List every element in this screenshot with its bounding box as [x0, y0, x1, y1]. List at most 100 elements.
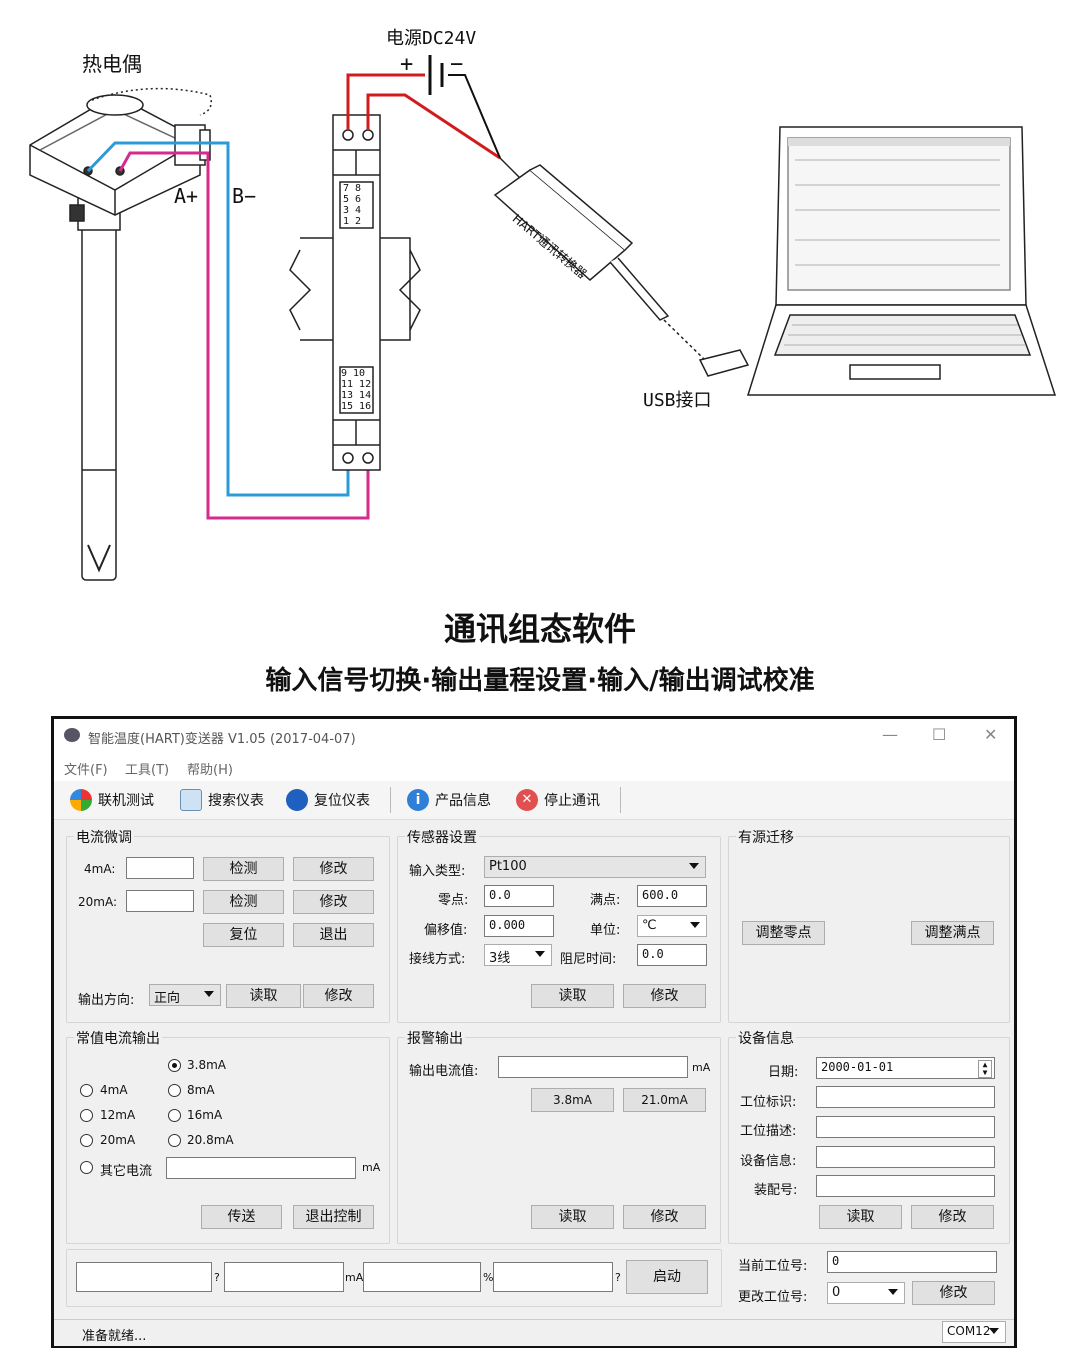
radio-20-8ma[interactable]: [168, 1134, 181, 1147]
tag-input[interactable]: [816, 1086, 995, 1108]
constant-current-group: [66, 1037, 390, 1244]
thermocouple-icon: [29, 87, 212, 581]
transmitter-module-icon: [332, 114, 381, 471]
maximize-button[interactable]: ☐: [932, 725, 947, 744]
spinner-icon[interactable]: ▲▼: [978, 1060, 992, 1078]
damping-input[interactable]: 0.0: [637, 944, 707, 966]
radio-3-8ma[interactable]: [168, 1059, 181, 1072]
trim-4ma-input[interactable]: [126, 857, 194, 879]
desc-input[interactable]: [816, 1116, 995, 1138]
close-button[interactable]: ✕: [984, 725, 998, 744]
search-device-button[interactable]: 搜索仪表: [180, 788, 264, 812]
date-input[interactable]: 2000-01-01▲▼: [816, 1057, 995, 1079]
wiring-select[interactable]: 3线: [484, 944, 552, 966]
direction-modify-button[interactable]: 修改: [303, 984, 374, 1008]
stop-comm-button[interactable]: ✕ 停止通讯: [516, 788, 600, 812]
trim-reset-button[interactable]: 复位: [203, 923, 284, 947]
alarm-high-button[interactable]: 21.0mA: [623, 1088, 706, 1112]
wire-power-pos2: [366, 93, 501, 160]
change-addr-label: 更改工位号:: [738, 1290, 808, 1305]
minimize-button[interactable]: —: [882, 725, 898, 744]
direction-read-button[interactable]: 读取: [226, 984, 301, 1008]
trim-20ma-detect-button[interactable]: 检测: [203, 890, 284, 914]
unit-select[interactable]: ℃: [637, 915, 707, 937]
toolbar-separator: [390, 787, 391, 813]
current-addr-input[interactable]: 0: [827, 1251, 997, 1273]
assembly-input[interactable]: [816, 1175, 995, 1197]
radio-16ma[interactable]: [168, 1109, 181, 1122]
send-button[interactable]: 传送: [201, 1205, 282, 1229]
wire-blue: [86, 141, 350, 497]
zero-input[interactable]: 0.0: [484, 885, 554, 907]
input-type-select[interactable]: Pt100: [484, 856, 706, 878]
sensor-read-button[interactable]: 读取: [531, 984, 614, 1008]
trim-4ma-modify-button[interactable]: 修改: [293, 857, 374, 881]
trim-exit-button[interactable]: 退出: [293, 923, 374, 947]
alarm-read-button[interactable]: 读取: [531, 1205, 614, 1229]
change-addr-modify-button[interactable]: 修改: [912, 1281, 995, 1305]
radio-4ma[interactable]: [80, 1084, 93, 1097]
toolbar: 联机测试 搜索仪表 复位仪表 i 产品信息 ✕ 停止通讯: [54, 781, 1014, 820]
direction-label: 输出方向:: [78, 993, 135, 1008]
wiring-diagram: 热电偶 电源DC24V + − A+ B− HART通讯转换器 USB接口 7 …: [0, 0, 1080, 600]
device-read-button[interactable]: 读取: [819, 1205, 902, 1229]
reset-device-button[interactable]: 复位仪表: [286, 788, 370, 812]
trim-20ma-modify-button[interactable]: 修改: [293, 890, 374, 914]
trim-4ma-detect-button[interactable]: 检测: [203, 857, 284, 881]
radio-8ma[interactable]: [168, 1084, 181, 1097]
alarm-value-input[interactable]: [498, 1056, 688, 1078]
menu-file[interactable]: 文件(F): [64, 763, 108, 778]
search-device-icon: [180, 789, 202, 811]
direction-select[interactable]: 正向: [149, 984, 221, 1006]
command-input-2[interactable]: [224, 1262, 344, 1292]
alarm-low-button[interactable]: 3.8mA: [531, 1088, 614, 1112]
port-select[interactable]: COM12: [942, 1321, 1006, 1343]
assembly-label: 装配号:: [754, 1183, 798, 1198]
reset-icon: [286, 789, 308, 811]
toolbar-label: 停止通讯: [544, 793, 600, 809]
sensor-group: [397, 836, 721, 1023]
alarm-modify-button[interactable]: 修改: [623, 1205, 706, 1229]
exit-control-button[interactable]: 退出控制: [293, 1205, 374, 1229]
alarm-value-label: 输出电流值:: [409, 1064, 479, 1079]
other-current-input[interactable]: [166, 1157, 356, 1179]
adjust-zero-button[interactable]: 调整零点: [742, 921, 825, 945]
terminal-row: 11 12: [341, 379, 372, 390]
alarm-group: [397, 1037, 721, 1244]
command-input-3[interactable]: [363, 1262, 481, 1292]
headline-title: 通讯组态软件: [443, 610, 636, 648]
start-button[interactable]: 启动: [626, 1260, 708, 1294]
command-input-4[interactable]: [493, 1262, 613, 1292]
current-trim-group: [66, 836, 390, 1023]
sensor-modify-button[interactable]: 修改: [623, 984, 706, 1008]
hart-converter-icon: [493, 157, 670, 321]
change-addr-select[interactable]: 0: [827, 1282, 905, 1304]
toolbar-label: 产品信息: [435, 793, 491, 809]
command-input-1[interactable]: [76, 1262, 212, 1292]
status-text: 准备就绪...: [82, 1329, 147, 1344]
sensor-title: 传感器设置: [405, 827, 479, 847]
power-label: 电源DC24V: [386, 28, 477, 49]
info-input[interactable]: [816, 1146, 995, 1168]
desc-label: 工位描述:: [740, 1124, 797, 1139]
product-info-button[interactable]: i 产品信息: [407, 788, 491, 812]
radio-label: 20.8mA: [187, 1133, 234, 1147]
radio-20ma[interactable]: [80, 1134, 93, 1147]
device-modify-button[interactable]: 修改: [911, 1205, 994, 1229]
radio-12ma[interactable]: [80, 1109, 93, 1122]
power-minus-label: −: [450, 52, 464, 77]
adjust-full-button[interactable]: 调整满点: [911, 921, 994, 945]
connect-test-button[interactable]: 联机测试: [70, 788, 154, 812]
radio-other[interactable]: [80, 1161, 93, 1174]
device-info-group: [728, 1037, 1010, 1244]
chevron-down-icon: [535, 951, 545, 957]
change-addr-value: 0: [832, 1285, 841, 1300]
trim-20ma-input[interactable]: [126, 890, 194, 912]
full-input[interactable]: 600.0: [637, 885, 707, 907]
command-unit-ma: mA: [345, 1271, 364, 1284]
menu-help[interactable]: 帮助(H): [187, 763, 233, 778]
toolbar-label: 复位仪表: [314, 793, 370, 809]
menu-tools[interactable]: 工具(T): [125, 763, 170, 778]
input-type-value: Pt100: [489, 859, 527, 874]
offset-input[interactable]: 0.000: [484, 915, 554, 937]
